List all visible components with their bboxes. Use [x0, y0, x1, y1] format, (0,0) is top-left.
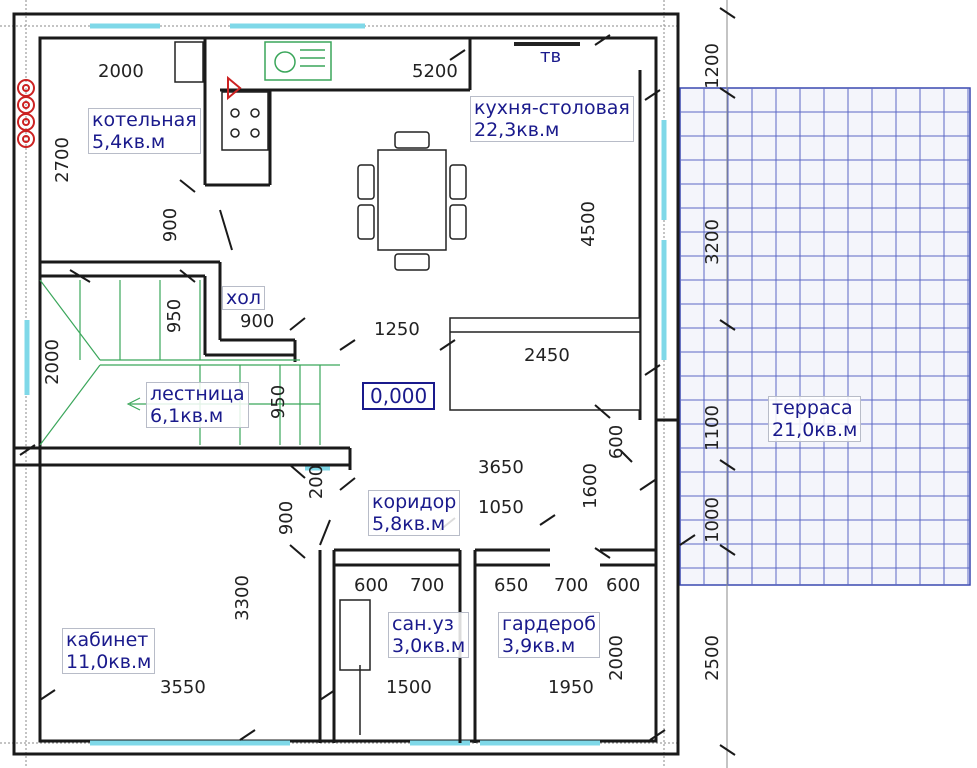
room-area: 11,0кв.м	[66, 651, 152, 673]
room-name: сан.уз	[392, 613, 454, 635]
exterior-walls	[12, 12, 680, 756]
room-name: кабинет	[66, 629, 149, 651]
dimension-label: 1950	[548, 677, 594, 698]
room-area: 5,8кв.м	[372, 513, 446, 535]
dimension-label: 1250	[374, 319, 420, 340]
bathtub	[339, 599, 371, 671]
room-name: коридор	[372, 491, 457, 513]
room-name: хол	[226, 287, 262, 309]
dimension-ticks	[19, 7, 736, 756]
dimension-label: 600	[606, 424, 628, 460]
boiler-unit	[174, 41, 204, 83]
dimension-label: 700	[554, 575, 589, 596]
dimension-label: 600	[606, 575, 641, 596]
stove	[221, 91, 269, 151]
room-name: гардероб	[502, 613, 596, 635]
dimension-label: 950	[164, 298, 186, 334]
dimension-label: 2000	[41, 339, 63, 385]
windows	[24, 23, 667, 746]
kitchen-sink	[264, 41, 332, 81]
room-area: 21,0кв.м	[772, 419, 858, 441]
room-label-wardrobe: гардероб 3,9кв.м	[498, 612, 600, 658]
dimension-label: 1050	[478, 497, 524, 518]
dimension-label: 1500	[386, 677, 432, 698]
dimension-label: 3200	[701, 219, 723, 265]
room-name: котельная	[92, 109, 197, 131]
dining-chair	[357, 164, 375, 200]
dimension-label: 3650	[478, 457, 524, 478]
dining-chair	[449, 164, 467, 200]
dimension-label: 2000	[98, 61, 144, 82]
dimension-label: 2700	[51, 137, 73, 183]
dimension-label: 2500	[701, 635, 723, 681]
room-label-stairs: лестница 6,1кв.м	[146, 382, 249, 428]
furniture	[174, 41, 641, 735]
chimney-vents	[17, 75, 242, 148]
sofa	[449, 317, 641, 411]
dimension-label: 950	[268, 384, 290, 420]
dimension-label: 1600	[579, 463, 601, 509]
room-label-terrace: терраса 21,0кв.м	[768, 396, 862, 442]
dimension-label: 900	[160, 207, 182, 243]
dimension-label: 1200	[701, 43, 723, 89]
room-name: лестница	[150, 383, 245, 405]
dimension-label: 900	[240, 311, 275, 332]
room-area: 5,4кв.м	[92, 131, 166, 153]
dining-chair	[394, 253, 430, 271]
dimension-label: 700	[410, 575, 445, 596]
room-label-kitchen: кухня-столовая 22,3кв.м	[470, 96, 634, 142]
dining-table	[377, 149, 447, 251]
dimension-label: 200	[306, 464, 328, 500]
dining-chair	[449, 204, 467, 240]
room-name: терраса	[772, 397, 853, 419]
room-area: 3,0кв.м	[392, 635, 466, 657]
room-label-hall: хол	[222, 286, 266, 310]
room-label-corridor: коридор 5,8кв.м	[368, 490, 461, 536]
dimension-label: 2000	[605, 635, 627, 681]
dimension-label: 4500	[577, 201, 599, 247]
room-label-office: кабинет 11,0кв.м	[62, 628, 156, 674]
dimension-label: 3550	[160, 677, 206, 698]
room-area: 22,3кв.м	[474, 119, 560, 141]
dimension-label: 3300	[231, 575, 253, 621]
tv-label: тв	[540, 46, 562, 67]
room-name: кухня-столовая	[474, 97, 630, 119]
dimension-label: 900	[276, 500, 298, 536]
dimension-label: 2450	[524, 345, 570, 366]
room-label-bathroom: сан.уз 3,0кв.м	[388, 612, 470, 658]
level-mark: 0,000	[362, 382, 436, 410]
dimension-label: 1100	[701, 405, 723, 451]
dimension-label: 600	[354, 575, 389, 596]
room-area: 3,9кв.м	[502, 635, 576, 657]
terrace-tiling	[679, 87, 971, 586]
room-area: 6,1кв.м	[150, 405, 224, 427]
dimension-label: 650	[494, 575, 529, 596]
dimension-label: 5200	[412, 61, 458, 82]
room-label-boiler: котельная 5,4кв.м	[88, 108, 201, 154]
dining-chair	[394, 131, 430, 149]
dimension-label: 1000	[701, 497, 723, 543]
dining-chair	[357, 204, 375, 240]
